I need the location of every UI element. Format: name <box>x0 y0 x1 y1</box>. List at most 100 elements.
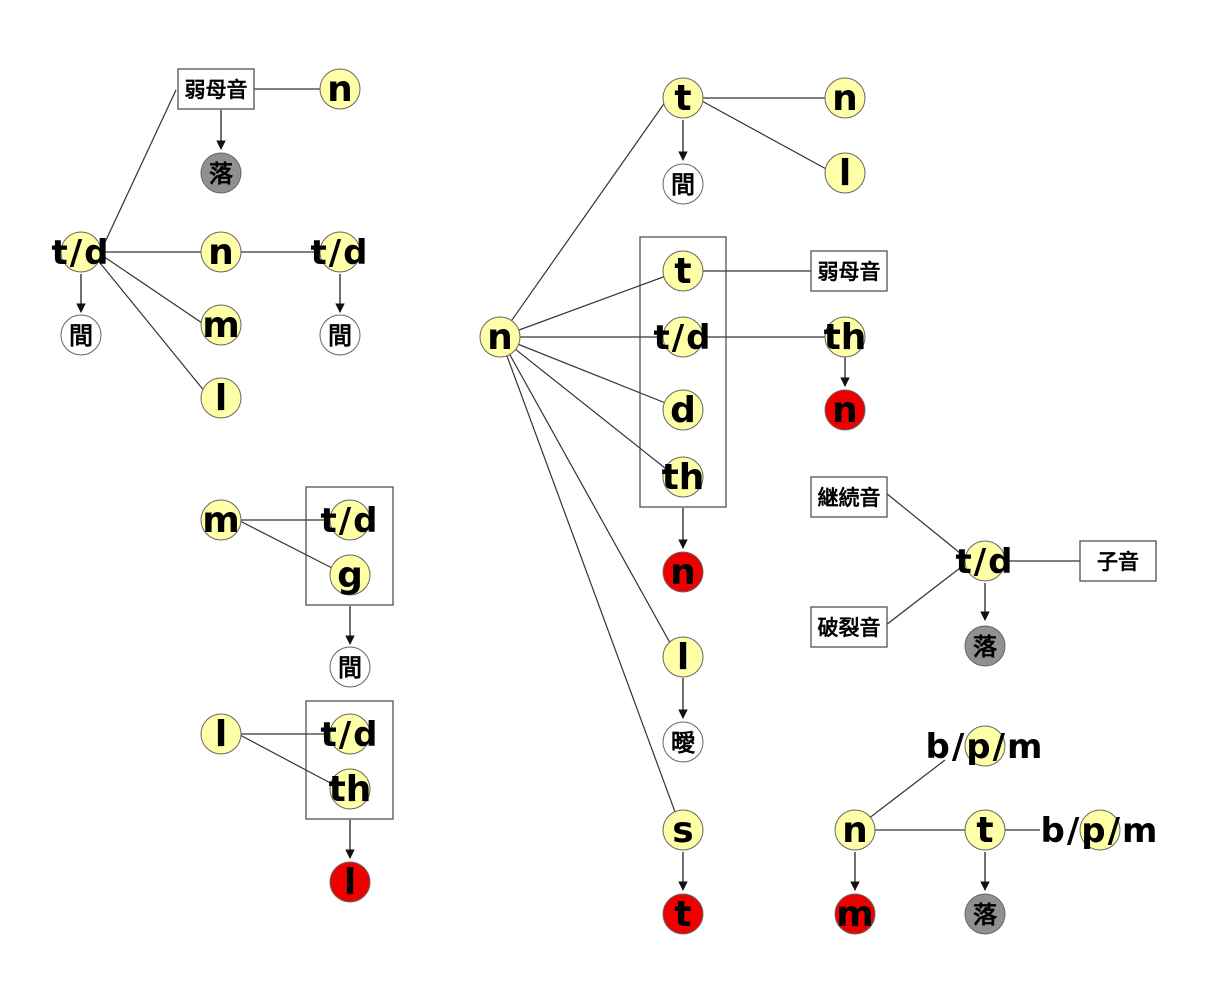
node-g4-n: n <box>479 316 521 358</box>
node-g5-ochi: 落 <box>964 625 1006 667</box>
node-circle <box>329 768 371 810</box>
node-circle <box>60 314 102 356</box>
node-label: n <box>487 317 513 358</box>
node-g6-bpm2: b/p/m <box>1041 809 1157 851</box>
label-box <box>810 476 888 518</box>
node-g4-tred: t <box>662 893 704 935</box>
node-circle <box>824 316 866 358</box>
node-label: m <box>202 500 240 541</box>
label-box <box>177 68 255 110</box>
node-circle <box>964 725 1006 767</box>
node-circle <box>60 231 102 273</box>
node-circle <box>329 713 371 755</box>
node-g6-t: t <box>964 809 1006 851</box>
node-g5-td: t/d <box>955 540 1013 582</box>
node-g6-mred: m <box>834 893 876 935</box>
node-circle <box>834 893 876 935</box>
node-g4-bth: th <box>662 456 705 498</box>
group-box-tdth <box>305 700 394 820</box>
node-g6-n: n <box>834 809 876 851</box>
node-label: th <box>824 317 867 358</box>
node-label: 落 <box>973 633 998 661</box>
node-g1-ochi: 落 <box>200 152 242 194</box>
group-box-tdg <box>305 486 394 606</box>
node-g1-l: l <box>200 377 242 419</box>
node-g2-ma: 間 <box>329 646 371 688</box>
node-g2-m: m <box>200 499 242 541</box>
node-g3-th: th <box>329 768 372 810</box>
node-label: n <box>832 390 858 431</box>
node-circle <box>319 231 361 273</box>
node-circle <box>319 314 361 356</box>
node-g1-td2: t/d <box>310 231 369 273</box>
node-g4-s: s <box>662 809 704 851</box>
node-label: n <box>208 232 234 273</box>
node-label: b/p/m <box>926 727 1045 767</box>
label-box <box>810 606 888 648</box>
node-g3-td: t/d <box>320 713 379 755</box>
node-circle <box>824 152 866 194</box>
node-g4-ma: 間 <box>662 163 704 205</box>
node-label: n <box>327 69 353 110</box>
node-label: t/d <box>320 501 379 541</box>
node-circle <box>479 316 521 358</box>
label-box-text: 継続音 <box>818 486 881 510</box>
node-circle <box>662 551 704 593</box>
label-box <box>810 250 888 292</box>
node-circle <box>200 152 242 194</box>
node-label: t <box>674 78 691 119</box>
node-circle <box>1079 809 1121 851</box>
node-g5-plos: 破裂音 <box>810 606 888 648</box>
node-g3-lred: l <box>329 861 371 903</box>
node-g1-box: 弱母音 <box>177 68 255 110</box>
node-circle <box>662 636 704 678</box>
node-g4-bt: t <box>662 250 704 292</box>
node-label: l <box>344 862 356 903</box>
label-box-text: 弱母音 <box>818 260 881 284</box>
node-label: g <box>337 555 363 596</box>
arrow-connectors <box>76 110 990 891</box>
node-g1-ma1: 間 <box>60 314 102 356</box>
label-box-text: 子音 <box>1097 550 1139 574</box>
node-label: 間 <box>671 171 695 199</box>
node-circle <box>200 499 242 541</box>
node-label: t/d <box>51 233 110 273</box>
node-label: th <box>329 769 372 810</box>
node-circle <box>200 231 242 273</box>
node-label: t/d <box>653 318 712 358</box>
node-g4-thred: n <box>824 389 866 431</box>
node-circle <box>329 861 371 903</box>
node-circle <box>662 163 704 205</box>
node-label: m <box>836 894 874 935</box>
node-circle <box>964 625 1006 667</box>
node-circle <box>662 721 704 763</box>
node-g1-n: n <box>200 231 242 273</box>
node-label: 間 <box>328 322 352 350</box>
node-circle <box>662 809 704 851</box>
node-g4-ai: 曖 <box>662 721 704 763</box>
node-label: th <box>662 457 705 498</box>
node-circle <box>662 250 704 292</box>
node-label: t/d <box>310 233 369 273</box>
node-circle <box>824 77 866 119</box>
node-label: n <box>832 78 858 119</box>
node-g6-bpm1: b/p/m <box>926 725 1045 767</box>
label-box <box>1079 540 1157 582</box>
node-circle <box>662 77 704 119</box>
node-label: l <box>839 153 851 194</box>
node-circle <box>662 456 704 498</box>
node-circle <box>319 68 361 110</box>
node-g4-th: th <box>824 316 867 358</box>
node-g6-ochi: 落 <box>964 893 1006 935</box>
node-g4-t: t <box>662 77 704 119</box>
connector-lines <box>95 88 1080 831</box>
node-circle <box>200 377 242 419</box>
node-label: n <box>842 810 868 851</box>
node-label: t/d <box>320 715 379 755</box>
node-label: 落 <box>973 901 998 929</box>
node-label: t <box>976 810 993 851</box>
node-circle <box>964 893 1006 935</box>
node-circle <box>662 893 704 935</box>
